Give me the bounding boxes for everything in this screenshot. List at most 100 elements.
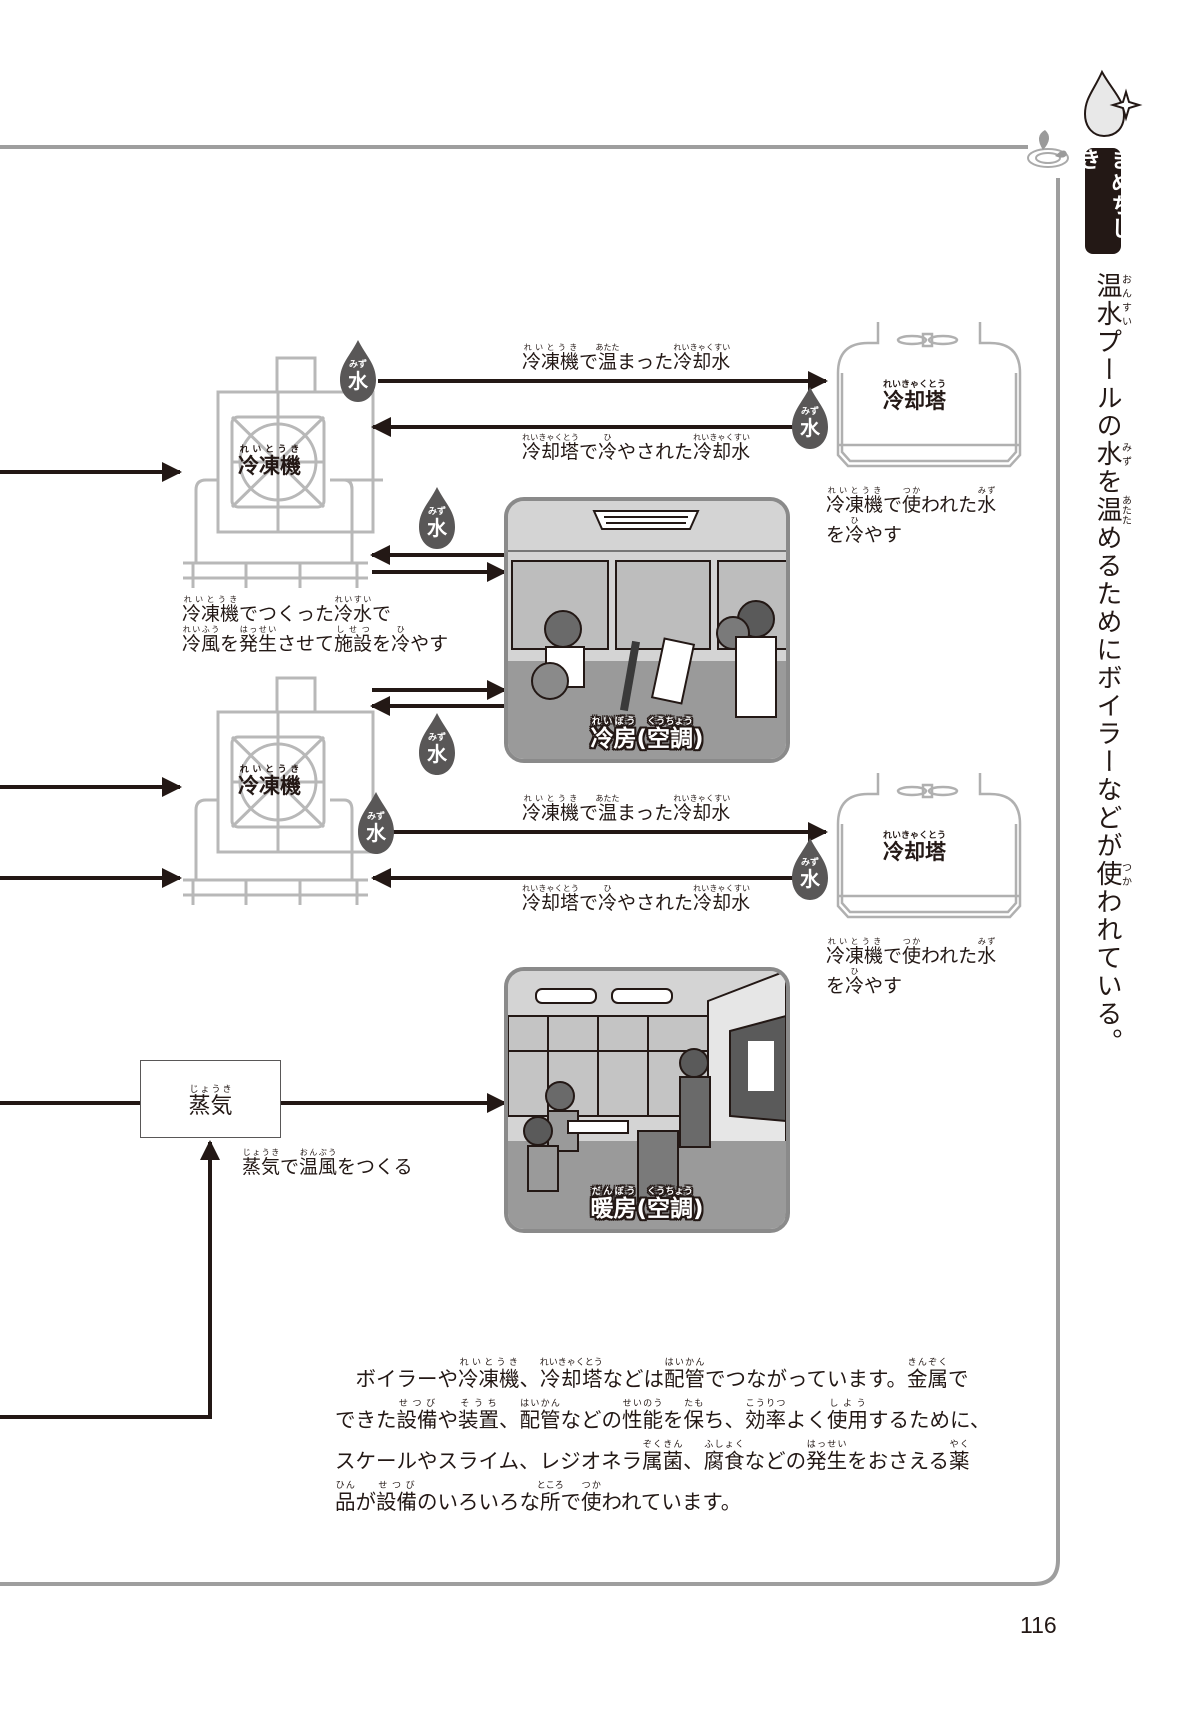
paragraph-line: できた設備せつびや装置そうち、配管はいかんなどの性能せいのうを保たもち、効率こう… (335, 1399, 991, 1432)
cooling-scene-label: 冷房れいぼう(空調くうちょう) (590, 717, 704, 752)
chiller-illustration-2 (183, 676, 375, 905)
ruby-word: 温水おんすい (1092, 272, 1131, 328)
water-drop-icon (419, 487, 455, 549)
page-number: 116 (1020, 1612, 1057, 1638)
ruby-word: 冷却水れいきゃくすい (673, 343, 731, 373)
paragraph-line: スケールやスライム、レジオネラ属菌ぞくきん、腐食ふしょくなどの発生はっせいをおさ… (335, 1440, 970, 1473)
ruby-word: 冷却水れいきゃくすい (693, 884, 751, 914)
chiller-label-2: 冷凍機れいとうき (238, 765, 301, 798)
ruby-word: 温あたた (595, 794, 620, 824)
tower-note-2-line1: 冷凍機れいとうきで使つかわれた水みず (826, 937, 997, 967)
water-drop-icon (358, 792, 394, 854)
paragraph-line: ボイラーや冷凍機れいとうき、冷却塔れいきゃくとうなどは配管はいかんでつながってい… (335, 1358, 969, 1391)
ruby-word: 冷ひ (391, 625, 411, 655)
cooling-scene-illustration: 冷房れいぼう(空調くうちょう) (504, 497, 790, 763)
ruby-word: 温風おんぷう (299, 1148, 338, 1178)
ruby-word: 使つか (902, 937, 922, 967)
wall-ac-icon (611, 988, 673, 1004)
ruby-word: 冷凍機れいとうき (458, 1358, 520, 1391)
ruby-word: 使つか (581, 1481, 602, 1514)
water-drop-icon (419, 713, 455, 775)
chiller-note-line1: 冷凍機れいとうきでつくった冷水れいすいで (182, 595, 392, 625)
ruby-word: 水みず (977, 486, 997, 516)
chiller-illustration-1 (183, 356, 383, 588)
ruby-word: 水みず (1092, 440, 1131, 468)
ruby-word: 冷ひ (598, 433, 618, 463)
ruby-word: 空調くうちょう (647, 717, 693, 752)
ruby-word: 冷房れいぼう (590, 717, 637, 752)
ruby-word: 冷凍機れいとうき (826, 937, 884, 967)
ruby-word: 設備せつび (396, 1399, 438, 1432)
label-cooled-cooling-water-2: 冷却塔れいきゃくとうで冷ひやされた冷却水れいきゃくすい (522, 884, 751, 914)
ruby-word: 施設しせつ (334, 625, 373, 655)
ruby-word: 冷却塔れいきゃくとう (522, 433, 580, 463)
heating-scene-illustration: 暖房だんぼう(空調くうちょう) (504, 967, 790, 1233)
ruby-word: 所ところ (536, 1481, 564, 1514)
water-badge: みず水 (800, 858, 820, 891)
ruby-word: 冷凍機れいとうき (182, 595, 240, 625)
ruby-word: 効率こうりつ (745, 1399, 786, 1432)
water-badge: みず水 (366, 812, 386, 845)
ruby-word: 保たも (683, 1399, 705, 1432)
ruby-word: 使つか (902, 486, 922, 516)
ruby-word: 装置そうち (458, 1399, 499, 1432)
water-badge: みず水 (427, 507, 447, 540)
cooling-tower-illustration-1 (836, 322, 1022, 468)
page-frame (0, 145, 1060, 1586)
trivia-text: 温水おんすいプールの水みずを温あたためるためにボイラーなどが使つかわれている。 (1092, 272, 1131, 1056)
ruby-word: 冷却塔れいきゃくとう (539, 1358, 603, 1391)
cooling-tower-label-2: 冷却塔れいきゃくとう (883, 831, 947, 864)
ruby-word: 発生はっせい (239, 625, 278, 655)
ruby-word: 暖房だんぼう (590, 1187, 637, 1222)
arrow-boiler-to-steam (0, 1140, 220, 1419)
paragraph-line: 品ひんが設備せつびのいろいろな所ところで使つかわれています。 (335, 1481, 742, 1514)
cooling-tower-label-1: 冷却塔れいきゃくとう (883, 380, 947, 413)
ruby-word: 使用しよう (827, 1399, 868, 1432)
water-badge: みず水 (348, 360, 368, 393)
tower-note-1-line2: を冷ひやす (826, 516, 903, 546)
ruby-word: 温あたた (1092, 495, 1131, 525)
water-drop-badges (340, 340, 828, 900)
label-cooled-cooling-water-1: 冷却塔れいきゃくとうで冷ひやされた冷却水れいきゃくすい (522, 433, 751, 463)
label-warm-cooling-water-2: 冷凍機れいとうきで温あたたまった冷却水れいきゃくすい (522, 794, 731, 824)
cooling-tower-illustration-2 (836, 773, 1022, 919)
wall-ac-icon (535, 988, 597, 1004)
water-badge: みず水 (427, 733, 447, 766)
ruby-word: 空調くうちょう (647, 1187, 693, 1222)
ruby-word: 温あたた (595, 343, 620, 373)
ruby-word: 水みず (977, 937, 997, 967)
ruby-word: 冷ひ (598, 884, 618, 914)
ruby-word: 配管はいかん (519, 1399, 561, 1432)
ceiling-ac-icon (592, 510, 700, 530)
steam-box: 蒸気じょうき (140, 1060, 281, 1138)
droplet-sparkle-icon (1083, 69, 1143, 138)
office-scene-graphic (508, 501, 786, 759)
trivia-tab: まめちしき (1075, 148, 1132, 254)
classroom-scene-graphic (508, 971, 786, 1229)
ruby-word: 設備せつび (376, 1481, 417, 1514)
ruby-word: 発生はっせい (806, 1440, 848, 1473)
water-drop-icon (792, 387, 828, 449)
ruby-word: 使つか (1092, 860, 1131, 888)
ruby-word: 冷却塔れいきゃくとう (522, 884, 580, 914)
water-splash-icon (1027, 130, 1069, 168)
chiller-note-line2: 冷風れいふうを発生はっせいさせて施設しせつを冷ひやす (182, 625, 449, 655)
explanation-paragraph: ボイラーや冷凍機れいとうき、冷却塔れいきゃくとうなどは配管はいかんでつながってい… (335, 1358, 1015, 1522)
ruby-word: 腐食ふしょく (703, 1440, 745, 1473)
steam-note: 蒸気じょうきで温風おんぷうをつくる (242, 1148, 413, 1178)
ruby-word: 金属きんぞく (906, 1358, 948, 1391)
ruby-word: 性能せいのう (622, 1399, 663, 1432)
ruby-word: 冷却水れいきゃくすい (693, 433, 751, 463)
tower-note-1-line1: 冷凍機れいとうきで使つかわれた水みず (826, 486, 997, 516)
ruby-word: 冷凍機れいとうき (826, 486, 884, 516)
tower-note-2-line2: を冷ひやす (826, 967, 903, 997)
water-badge: みず水 (800, 407, 820, 440)
ruby-word: 冷水れいすい (334, 595, 373, 625)
ruby-word: 冷却水れいきゃくすい (673, 794, 731, 824)
ruby-word: 冷凍機れいとうき (522, 794, 580, 824)
ruby-word: 冷ひ (845, 516, 865, 546)
ruby-word: 薬やく (948, 1440, 970, 1473)
ruby-word: 冷ひ (845, 967, 865, 997)
label-warm-cooling-water-1: 冷凍機れいとうきで温あたたまった冷却水れいきゃくすい (522, 343, 731, 373)
